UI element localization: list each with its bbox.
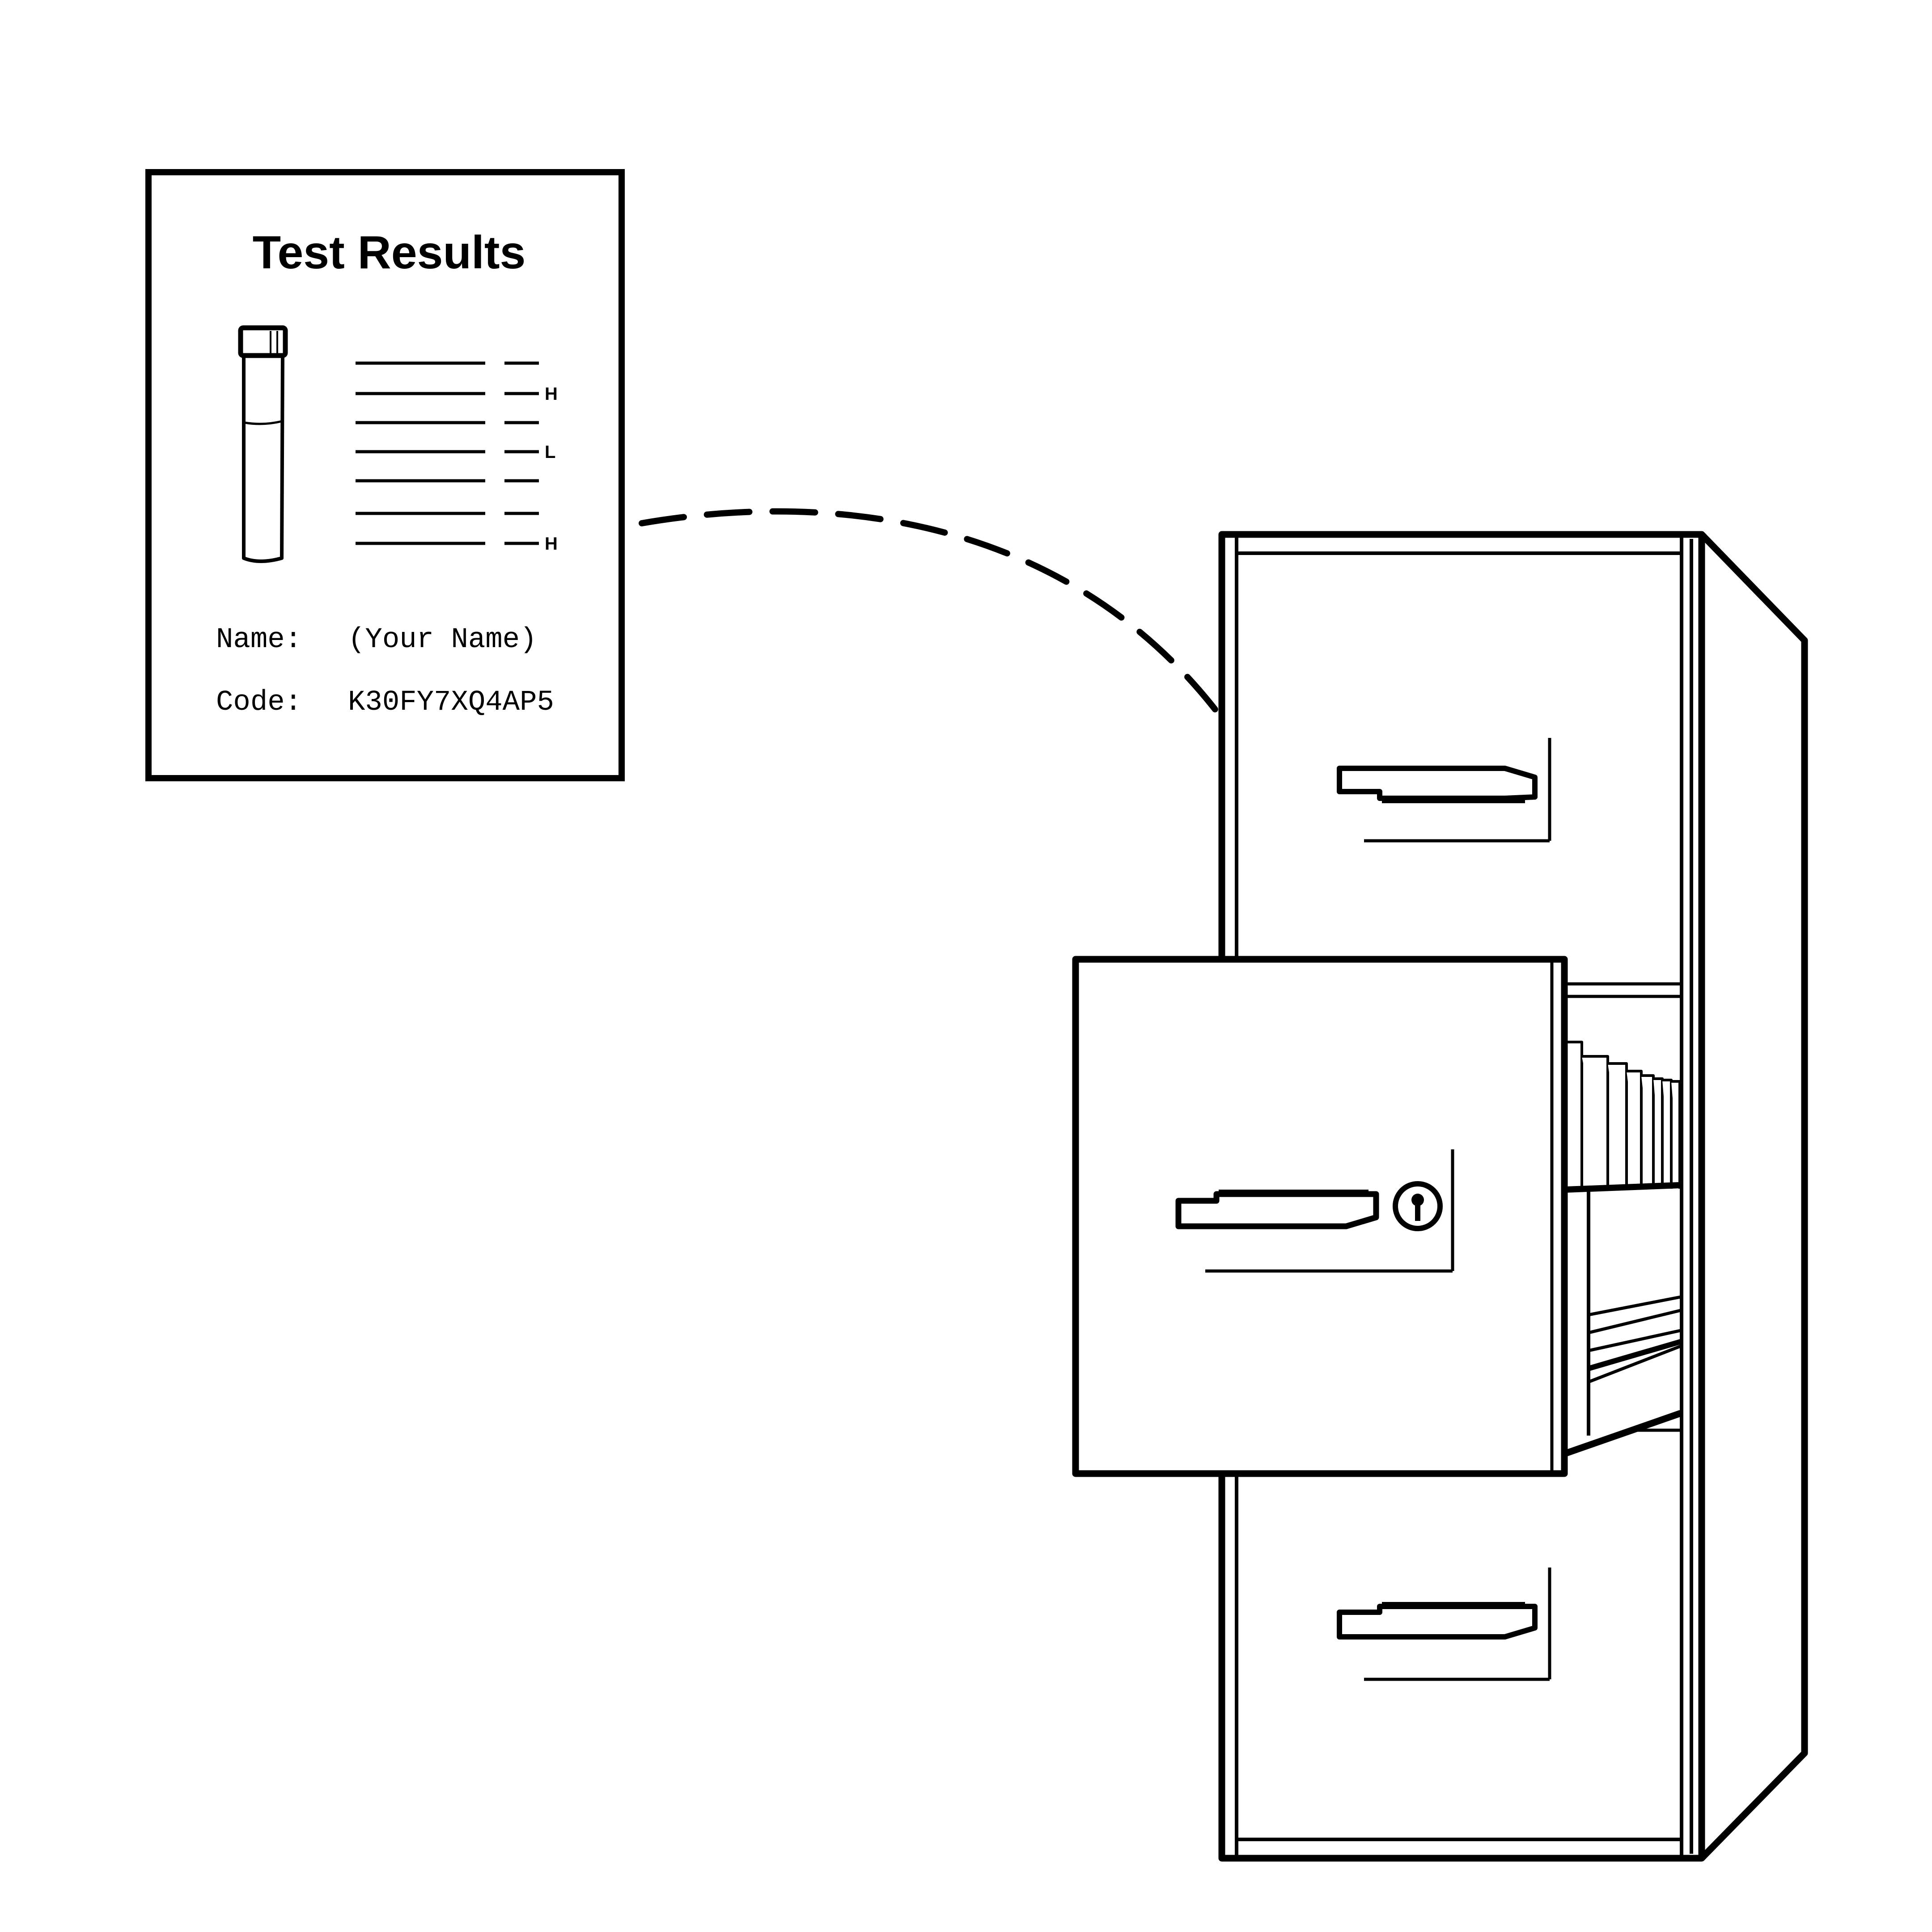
result-row: H <box>356 534 558 554</box>
name-label: Name: <box>216 624 302 656</box>
result-rows: H L H <box>356 361 558 554</box>
code-label: Code: <box>216 686 302 719</box>
keyhole-icon <box>1393 1181 1443 1231</box>
name-value: (Your Name) <box>348 624 537 656</box>
result-row-flag: H <box>545 534 558 554</box>
filing-cabinet <box>1072 531 1808 1862</box>
document-title: Test Results <box>253 227 526 279</box>
result-row-flag: L <box>545 442 555 462</box>
open-drawer-front <box>1072 956 1568 1477</box>
result-row: H <box>356 384 558 404</box>
arrow-path <box>639 508 1316 911</box>
result-row-flag: H <box>545 384 558 404</box>
document-sheet <box>145 169 625 781</box>
test-results-document: Test Results H L H Name: (Your Name) Code:… <box>145 169 625 781</box>
top-drawer-handle <box>1337 738 1551 843</box>
result-row: L <box>356 442 555 462</box>
file-folders <box>1565 1041 1681 1189</box>
middle-drawer-handle <box>1175 1149 1454 1273</box>
code-value: K30FY7XQ4AP5 <box>348 686 554 719</box>
test-tube-icon <box>238 325 288 563</box>
cabinet-side-panel <box>1699 532 1808 1861</box>
bottom-drawer-handle <box>1337 1568 1551 1681</box>
